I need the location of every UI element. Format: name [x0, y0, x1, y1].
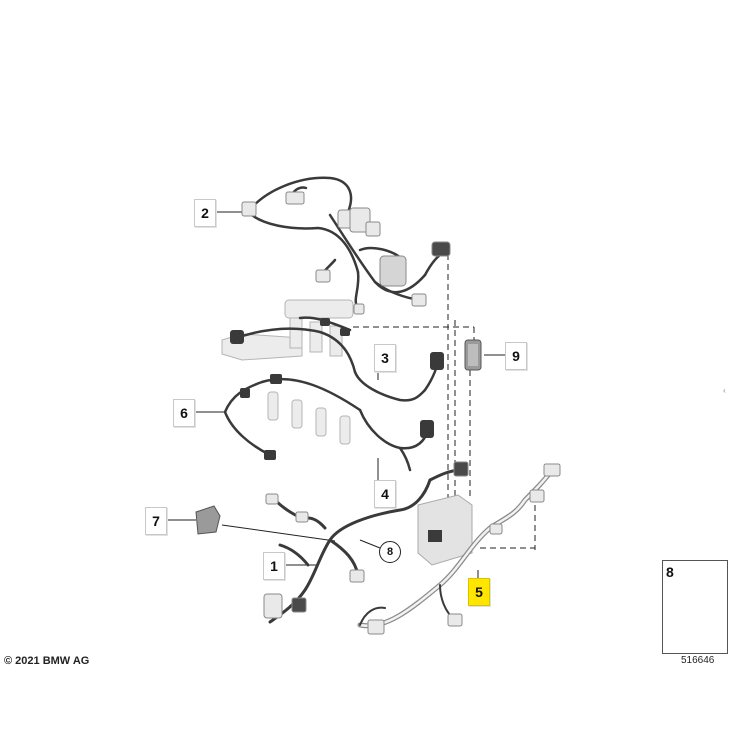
scroll-hint-icon[interactable]: ‹	[723, 386, 726, 395]
legend-part-number: 8	[666, 564, 674, 580]
leader-line-8	[359, 539, 381, 549]
document-number: 516646	[681, 655, 715, 666]
callout-5[interactable]: 5	[468, 578, 490, 606]
harness-part-4	[358, 408, 430, 472]
callout-6[interactable]: 6	[173, 399, 195, 427]
callout-3[interactable]: 3	[374, 344, 396, 372]
callout-7[interactable]: 7	[145, 507, 167, 535]
part-7-bracket	[195, 505, 221, 535]
circle-callout-8[interactable]: 8	[379, 541, 401, 563]
callout-2[interactable]: 2	[194, 199, 216, 227]
callout-9[interactable]: 9	[505, 342, 527, 370]
leader-line-1a	[221, 524, 336, 542]
part-9-sensor	[464, 339, 482, 371]
part-5-connectors	[367, 463, 561, 635]
injectors	[267, 391, 351, 445]
legend-box: 8	[662, 560, 728, 654]
harness-part-2	[246, 176, 450, 310]
part-2-connectors	[241, 191, 451, 315]
ignition-coils-top	[221, 299, 354, 361]
part-1-connectors	[263, 461, 469, 619]
part-3-connectors	[230, 318, 444, 370]
copyright-text: © 2021 BMW AG	[4, 655, 90, 667]
callout-4[interactable]: 4	[374, 480, 396, 508]
callout-1[interactable]: 1	[263, 552, 285, 580]
control-unit-box	[417, 494, 473, 566]
part-4-6-connectors	[240, 374, 434, 460]
